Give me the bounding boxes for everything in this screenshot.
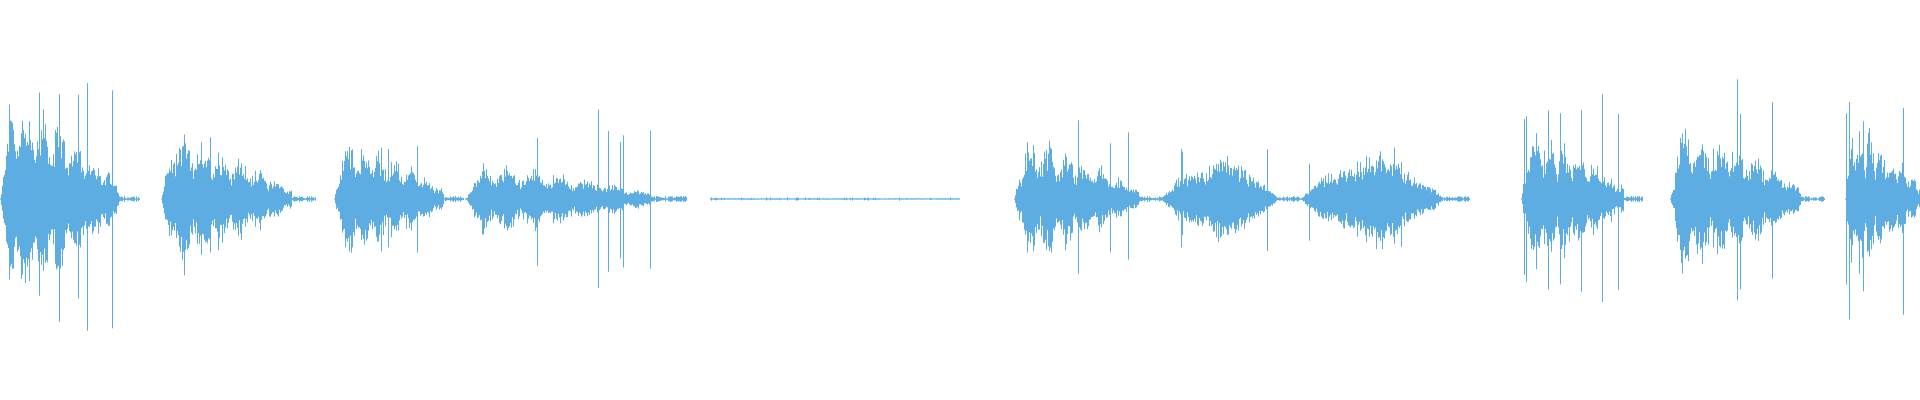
waveform-segment bbox=[161, 134, 316, 276]
waveform-segment bbox=[1160, 148, 1300, 252]
waveform-path bbox=[1160, 148, 1300, 252]
waveform-segment bbox=[1670, 79, 1825, 301]
waveform-path bbox=[1670, 79, 1825, 301]
waveform-path bbox=[334, 146, 464, 253]
waveform-segment bbox=[710, 197, 960, 201]
waveform-path bbox=[161, 134, 316, 276]
waveform-path bbox=[1521, 94, 1643, 302]
waveform-path bbox=[0, 83, 140, 331]
waveform-path bbox=[710, 197, 960, 201]
waveform-segment bbox=[1300, 147, 1470, 250]
waveform-segment bbox=[465, 109, 687, 289]
waveform-segment bbox=[1845, 102, 1920, 320]
waveform-segment bbox=[1521, 94, 1643, 302]
waveform-segment bbox=[334, 146, 464, 253]
waveform-path bbox=[465, 109, 687, 289]
waveform-path bbox=[1300, 147, 1470, 250]
waveform-path bbox=[1845, 102, 1920, 320]
waveform-segment bbox=[1014, 120, 1162, 274]
waveform-path bbox=[1014, 120, 1162, 274]
waveform-segment bbox=[0, 83, 140, 331]
